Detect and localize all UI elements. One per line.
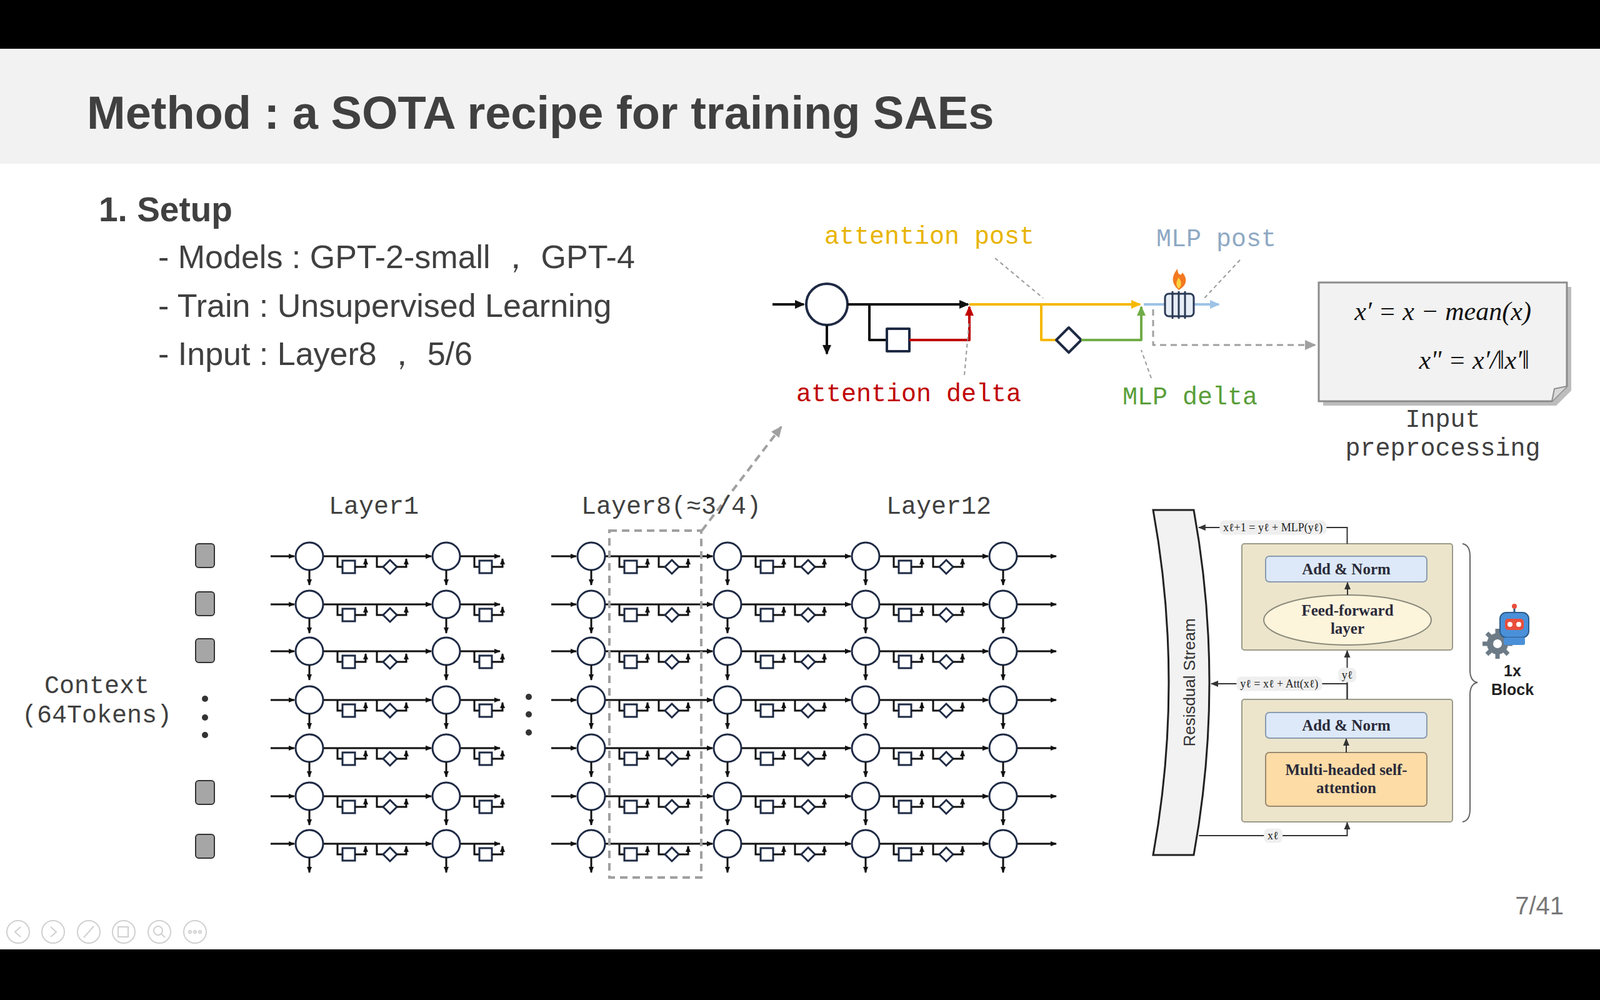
block-count: 1x Block xyxy=(1487,661,1538,699)
layer-label: Layer12 xyxy=(886,492,992,522)
page-number: 7/41 xyxy=(1515,891,1564,921)
node-text: Add & Norm xyxy=(1271,716,1422,735)
node-text: Add & Norm xyxy=(1271,560,1422,579)
flow-arrow xyxy=(1346,582,1349,595)
flow-arrow xyxy=(1345,738,1347,753)
context-label: Context (64Tokens) xyxy=(15,671,179,731)
flow-arrow xyxy=(1198,527,1348,544)
layer-box: Multi-headed self-attention xyxy=(1265,752,1427,807)
section-heading: 1. Setup xyxy=(98,189,233,230)
layer-box: Add & Norm xyxy=(1265,712,1427,739)
formula: x" = x′/‖x′‖ xyxy=(1418,345,1530,375)
signal-label: attention delta xyxy=(796,380,1022,410)
flow-arrow xyxy=(1198,822,1347,836)
feed-forward-ellipse: Feed-forward layer xyxy=(1263,595,1432,645)
note-caption: Input preprocessing xyxy=(1340,406,1547,464)
stream-label: Resisdual Stream xyxy=(1179,618,1199,747)
node-text: Multi-headed self-attention xyxy=(1280,761,1412,798)
layer-box: Add & Norm xyxy=(1265,556,1427,582)
flow-arrow xyxy=(1211,683,1348,700)
edge-label: xℓ xyxy=(1263,828,1283,844)
node-text: Feed-forward layer xyxy=(1288,601,1407,639)
slide-title: Method : a SOTA recipe for training SAEs xyxy=(86,86,994,140)
layer-label: Layer8(≈3/4) xyxy=(581,492,762,522)
signal-label: attention post xyxy=(824,222,1035,252)
preprocessing-note: x′ = x − mean(x)x" = x′/‖x′‖Input prepro… xyxy=(1318,282,1567,402)
formula: x′ = x − mean(x) xyxy=(1318,296,1567,327)
flow-arrow xyxy=(1346,650,1349,700)
transformer-block: Add & NormFeed-forward layer xyxy=(1241,543,1453,650)
edge-label: yℓ xyxy=(1338,667,1357,682)
signal-label: MLP post xyxy=(1156,225,1277,255)
layer-label: Layer1 xyxy=(328,492,419,522)
bullet-text: - Train : Unsupervised Learning xyxy=(158,286,612,325)
bullet-text: - Models : GPT-2-small ， GPT-4 xyxy=(158,238,635,277)
edge-label: yℓ = xℓ + Att(xℓ) xyxy=(1236,676,1322,692)
bullet-text: - Input : Layer8 ， 5/6 xyxy=(158,335,473,374)
signal-label: MLP delta xyxy=(1122,383,1258,413)
transformer-block: Add & NormMulti-headed self-attention xyxy=(1241,699,1453,822)
edge-label: xℓ+1 = yℓ + MLP(yℓ) xyxy=(1219,520,1327,535)
residual-stream: Resisdual Stream xyxy=(1153,510,1210,855)
